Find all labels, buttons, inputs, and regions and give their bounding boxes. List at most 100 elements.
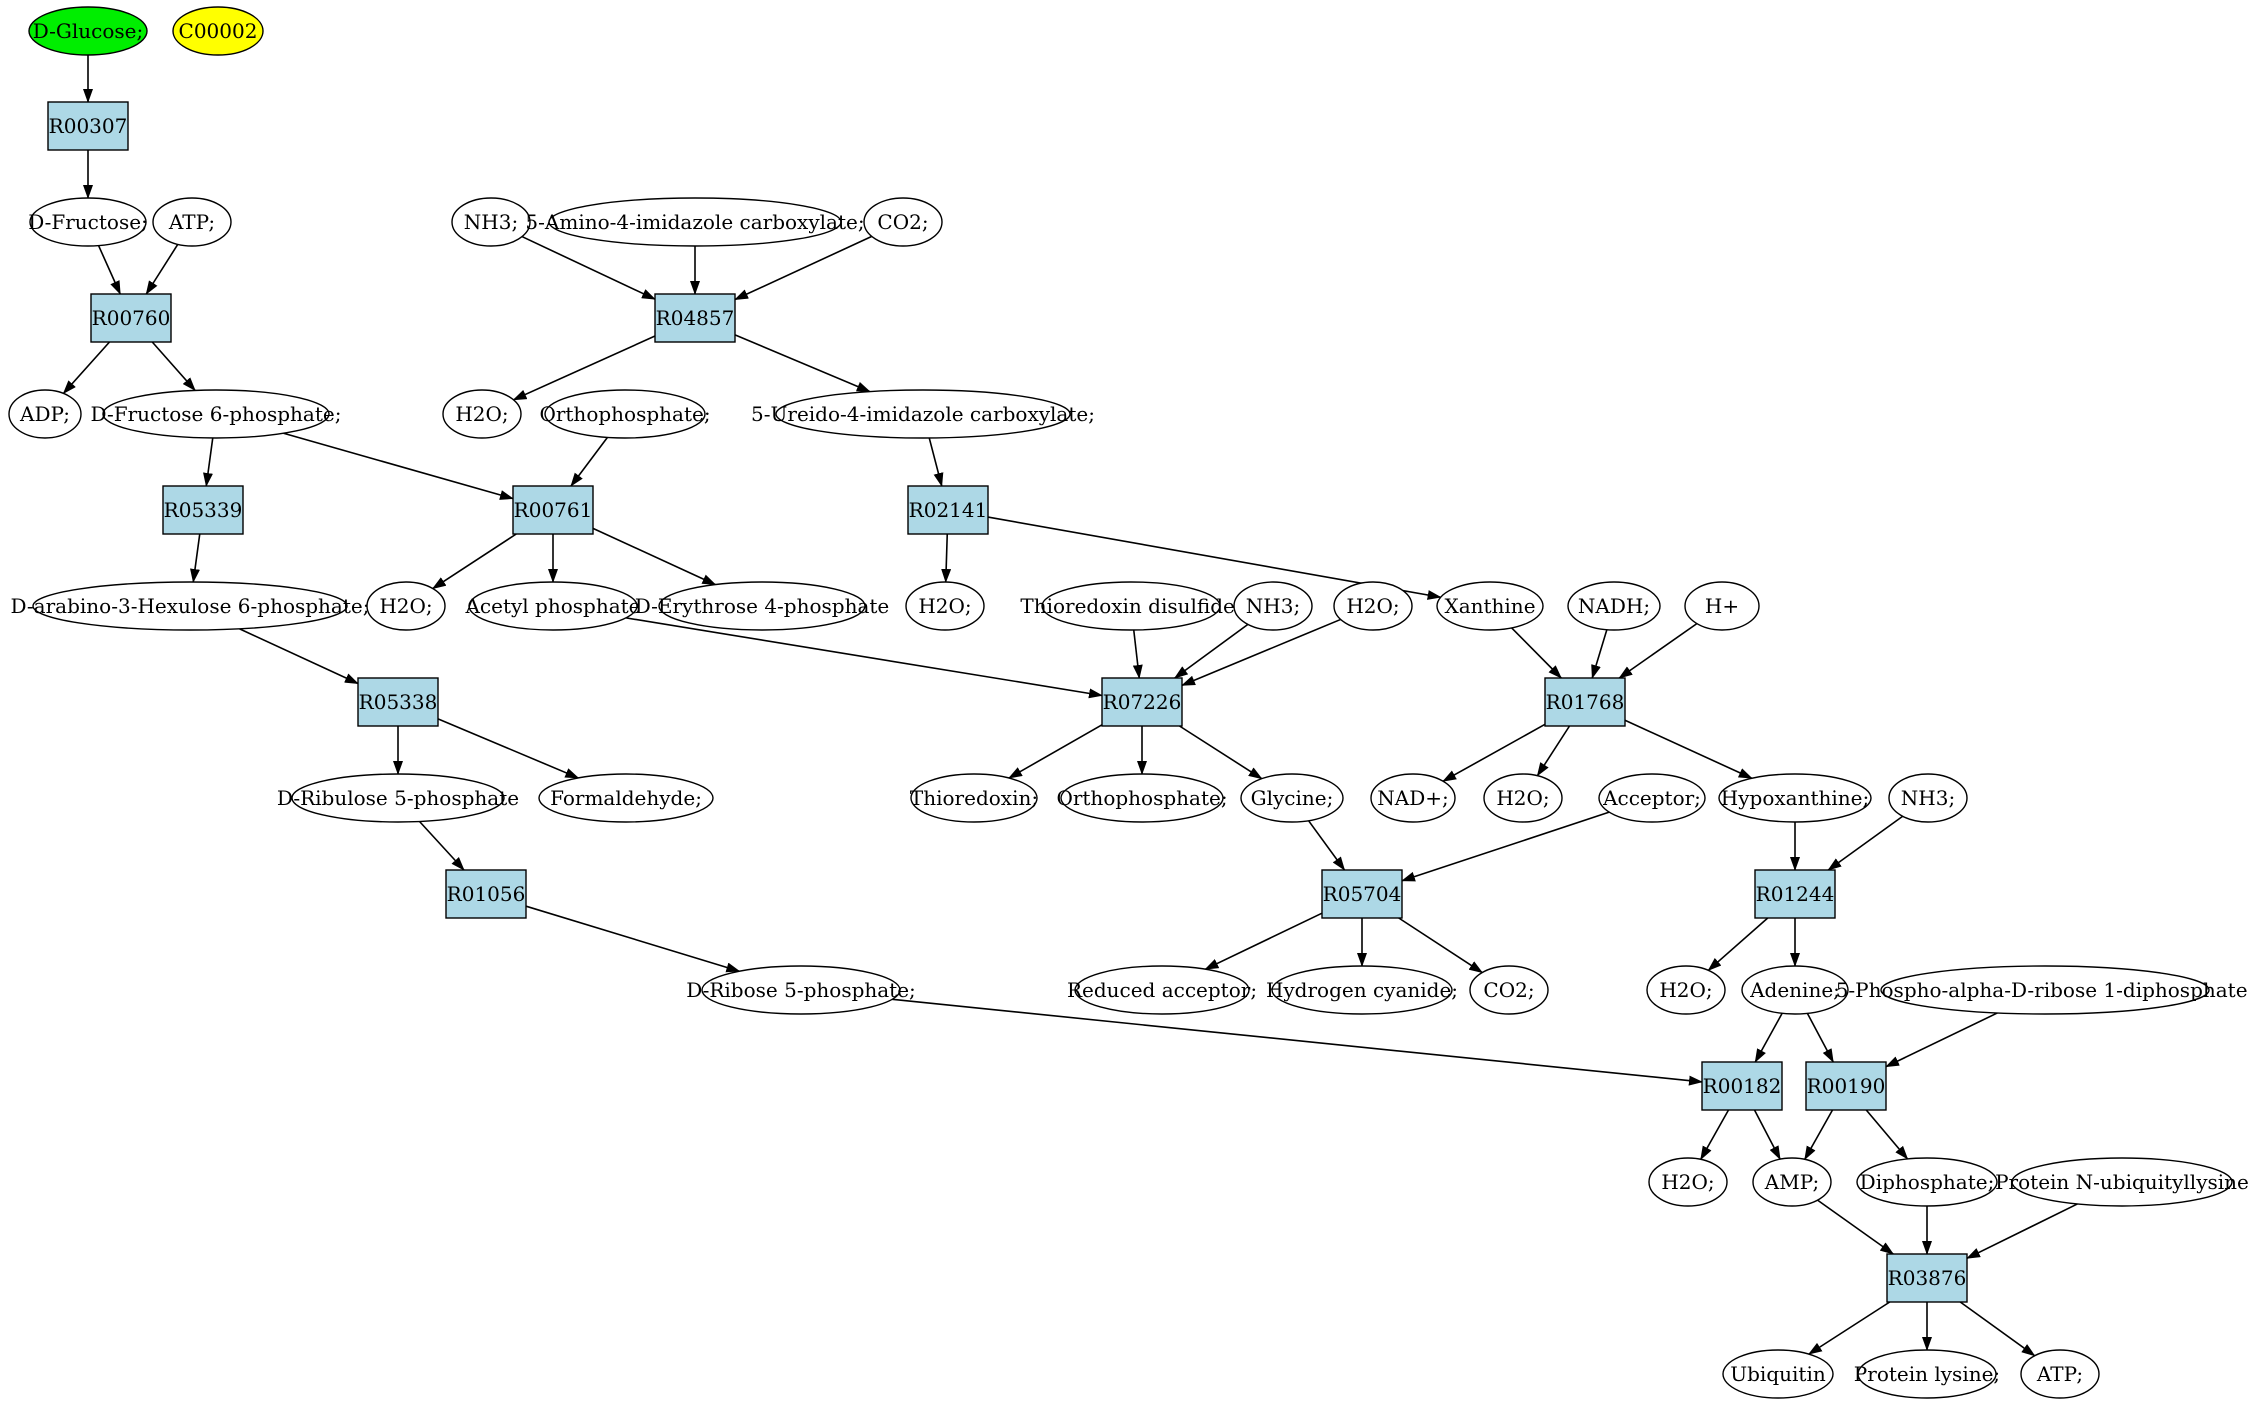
- compound-node-glycine[interactable]: Glycine;: [1240, 773, 1344, 823]
- compound-node-glucose[interactable]: D-Glucose;: [28, 6, 148, 56]
- compound-ellipse: [102, 389, 330, 439]
- reaction-box: [1321, 869, 1403, 919]
- compound-ellipse: [1240, 773, 1344, 823]
- compound-node-co2_2[interactable]: CO2;: [1469, 965, 1549, 1015]
- reaction-node-r01056[interactable]: R01056: [445, 869, 527, 919]
- compound-node-nadp[interactable]: NAD+;: [1370, 773, 1456, 823]
- edge-adenine-to-r00182: [1754, 1012, 1783, 1063]
- edge-r04857-to-uic: [734, 334, 871, 393]
- compound-node-f6p[interactable]: D-Fructose 6-phosphate;: [91, 389, 342, 439]
- node-label: Adenine;: [1749, 978, 1840, 1002]
- compound-node-ortho2[interactable]: Orthophosphate;: [1056, 773, 1228, 823]
- compound-ellipse: [1880, 965, 2210, 1015]
- compound-node-h2o_3[interactable]: H2O;: [905, 581, 985, 631]
- reaction-box: [654, 293, 736, 343]
- compound-node-c00002[interactable]: C00002: [172, 6, 264, 56]
- reaction-node-r04857[interactable]: R04857: [654, 293, 736, 343]
- compound-node-h2o_5[interactable]: H2O;: [1483, 773, 1563, 823]
- compound-node-ortho1[interactable]: Orthophosphate;: [539, 389, 711, 439]
- compound-node-plys[interactable]: Protein lysine;: [1854, 1349, 2000, 1399]
- compound-node-pnub[interactable]: Protein N-ubiquityllysine: [1995, 1157, 2248, 1207]
- edge-r01768-to-h2o_5: [1536, 725, 1571, 777]
- node-label: CO2;: [877, 210, 928, 234]
- edge-adenine-to-r00190: [1806, 1012, 1834, 1063]
- reaction-node-r07226[interactable]: R07226: [1101, 677, 1183, 727]
- node-label: R01768: [1546, 690, 1625, 714]
- reaction-node-r01244[interactable]: R01244: [1754, 869, 1836, 919]
- node-label: H2O;: [455, 402, 508, 426]
- compound-node-hplus[interactable]: H+: [1684, 581, 1760, 631]
- compound-node-diphos[interactable]: Diphosphate;: [1856, 1157, 1998, 1207]
- edge-r00760-to-f6p: [151, 341, 196, 392]
- compound-ellipse: [468, 581, 638, 631]
- node-label: H2O;: [1346, 594, 1399, 618]
- node-label: Reduced acceptor;: [1067, 978, 1257, 1002]
- compound-node-atp1[interactable]: ATP;: [152, 197, 232, 247]
- compound-node-r5p[interactable]: D-Ribose 5-phosphate;: [686, 965, 916, 1015]
- compound-node-co2_1[interactable]: CO2;: [863, 197, 943, 247]
- compound-node-h2o_6[interactable]: H2O;: [1646, 965, 1726, 1015]
- compound-node-formald[interactable]: Formaldehyde;: [538, 773, 714, 823]
- compound-node-uic[interactable]: 5-Ureido-4-imidazole carboxylate;: [751, 389, 1095, 439]
- compound-node-prpp[interactable]: 5-Phospho-alpha-D-ribose 1-diphosphate;: [1836, 965, 2248, 1015]
- compound-node-h2o_4[interactable]: H2O;: [1333, 581, 1413, 631]
- compound-node-trxdis[interactable]: Thioredoxin disulfide;: [1020, 581, 1242, 631]
- compound-node-e4p[interactable]: D-Erythrose 4-phosphate: [635, 581, 890, 631]
- edge-fructose-to-r00760: [97, 245, 121, 295]
- compound-node-trx[interactable]: Thioredoxin;: [910, 773, 1038, 823]
- compound-node-nadh[interactable]: NADH;: [1567, 581, 1661, 631]
- node-label: H2O;: [1496, 786, 1549, 810]
- compound-node-acetylp[interactable]: Acetyl phosphate: [464, 581, 641, 631]
- compound-node-amp[interactable]: AMP;: [1752, 1157, 1832, 1207]
- compound-ellipse: [366, 581, 446, 631]
- compound-node-ubiquitin[interactable]: Ubiquitin: [1722, 1349, 1834, 1399]
- edge-nadh-to-r01768: [1591, 629, 1608, 679]
- compound-node-adp[interactable]: ADP;: [8, 389, 82, 439]
- reaction-node-r02141[interactable]: R02141: [907, 485, 989, 535]
- reaction-node-r01768[interactable]: R01768: [1544, 677, 1626, 727]
- compound-node-aic[interactable]: 5-Amino-4-imidazole carboxylate;: [525, 197, 865, 247]
- compound-ellipse: [910, 773, 1038, 823]
- edge-r05339-to-hexulose: [190, 533, 201, 583]
- compound-ellipse: [1752, 1157, 1832, 1207]
- edge-r5p-to-r00182: [892, 998, 1703, 1086]
- reaction-node-r00307[interactable]: R00307: [47, 101, 129, 151]
- reaction-node-r00182[interactable]: R00182: [1701, 1061, 1783, 1111]
- reaction-node-r05338[interactable]: R05338: [357, 677, 439, 727]
- compound-node-hcn[interactable]: Hydrogen cyanide;: [1266, 965, 1458, 1015]
- compound-node-fructose[interactable]: D-Fructose;: [28, 197, 148, 247]
- reaction-node-r00761[interactable]: R00761: [512, 485, 594, 535]
- reaction-node-r05704[interactable]: R05704: [1321, 869, 1403, 919]
- compound-node-ru5p[interactable]: D-Ribulose 5-phosphate: [277, 773, 519, 823]
- compound-node-xanthine[interactable]: Xanthine: [1436, 581, 1544, 631]
- edge-r03876-to-atp2: [1959, 1301, 2036, 1357]
- reaction-node-r05339[interactable]: R05339: [162, 485, 244, 535]
- compound-node-hypox[interactable]: Hypoxanthine;: [1718, 773, 1872, 823]
- compound-ellipse: [28, 6, 148, 56]
- compound-node-nh3_3[interactable]: NH3;: [1888, 773, 1968, 823]
- compound-node-nh3_2[interactable]: NH3;: [1233, 581, 1313, 631]
- reaction-node-r00760[interactable]: R00760: [90, 293, 172, 343]
- compound-ellipse: [1646, 965, 1726, 1015]
- compound-node-nh3_1[interactable]: NH3;: [451, 197, 531, 247]
- compound-ellipse: [544, 389, 706, 439]
- compound-node-atp2[interactable]: ATP;: [2020, 1349, 2100, 1399]
- node-label: Ubiquitin: [1730, 1362, 1826, 1386]
- compound-node-h2o_7[interactable]: H2O;: [1648, 1157, 1728, 1207]
- node-label: Acceptor;: [1602, 786, 1701, 810]
- compound-node-hexulose[interactable]: D-arabino-3-Hexulose 6-phosphate;: [11, 581, 370, 631]
- compound-ellipse: [1718, 773, 1872, 823]
- compound-node-adenine[interactable]: Adenine;: [1741, 965, 1849, 1015]
- compound-node-h2o_2[interactable]: H2O;: [366, 581, 446, 631]
- node-label: ATP;: [168, 210, 215, 234]
- reaction-node-r03876[interactable]: R03876: [1886, 1253, 1968, 1303]
- compound-node-redacc[interactable]: Reduced acceptor;: [1067, 965, 1257, 1015]
- compound-ellipse: [1483, 773, 1563, 823]
- edge-f6p-to-r00761: [283, 432, 514, 500]
- compound-node-acceptor[interactable]: Acceptor;: [1598, 773, 1706, 823]
- compound-node-h2o_1[interactable]: H2O;: [442, 389, 522, 439]
- compound-ellipse: [32, 581, 348, 631]
- reaction-node-r00190[interactable]: R00190: [1805, 1061, 1887, 1111]
- compound-ellipse: [701, 965, 901, 1015]
